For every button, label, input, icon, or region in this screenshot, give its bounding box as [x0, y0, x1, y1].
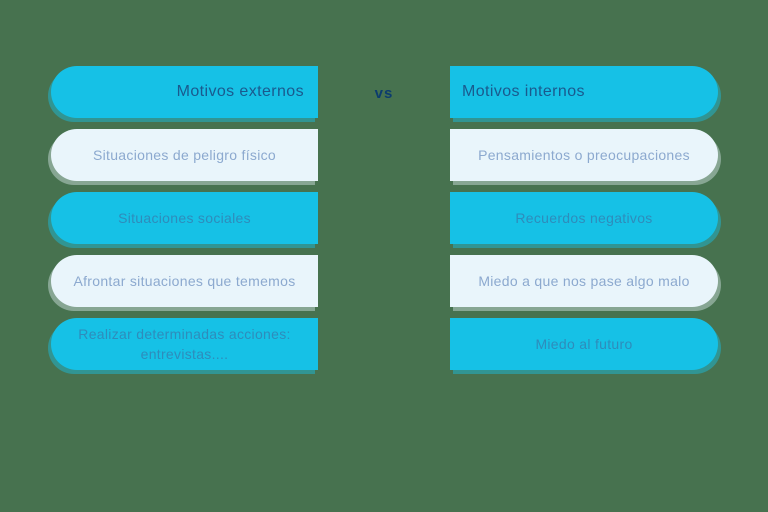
pill-situaciones-peligro-fisico: Situaciones de peligro físico [51, 129, 318, 181]
external-motives-header-pill: Motivos externos [51, 66, 318, 118]
external-motives-column: Motivos externos Situaciones de peligro … [51, 66, 318, 370]
pill-label: Afrontar situaciones que tememos [73, 273, 296, 289]
internal-motives-header-label: Motivos internos [462, 83, 585, 100]
pill-label-line1: Realizar determinadas acciones: [78, 326, 291, 342]
pill-recuerdos-negativos: Recuerdos negativos [450, 192, 718, 244]
internal-motives-header-pill: Motivos internos [450, 66, 718, 118]
pill-miedo-algo-malo: Miedo a que nos pase algo malo [450, 255, 718, 307]
pill-label: Miedo a que nos pase algo malo [478, 273, 690, 289]
pill-miedo-al-futuro: Miedo al futuro [450, 318, 718, 370]
pill-afrontar-situaciones: Afrontar situaciones que tememos [51, 255, 318, 307]
pill-label: Situaciones sociales [118, 210, 251, 226]
pill-label: Miedo al futuro [535, 336, 633, 352]
pill-pensamientos-preocupaciones: Pensamientos o preocupaciones [450, 129, 718, 181]
external-motives-header-label: Motivos externos [176, 83, 304, 100]
vs-separator-label: vs [374, 85, 394, 102]
pill-label: Recuerdos negativos [515, 210, 653, 226]
pill-label-line2: entrevistas.... [140, 346, 229, 362]
pill-situaciones-sociales: Situaciones sociales [51, 192, 318, 244]
pill-label: Situaciones de peligro físico [92, 147, 277, 163]
internal-motives-column: Motivos internos Pensamientos o preocupa… [450, 66, 718, 370]
pill-realizar-acciones: Realizar determinadas acciones: entrevis… [51, 318, 318, 370]
pill-label: Pensamientos o preocupaciones [478, 147, 690, 163]
